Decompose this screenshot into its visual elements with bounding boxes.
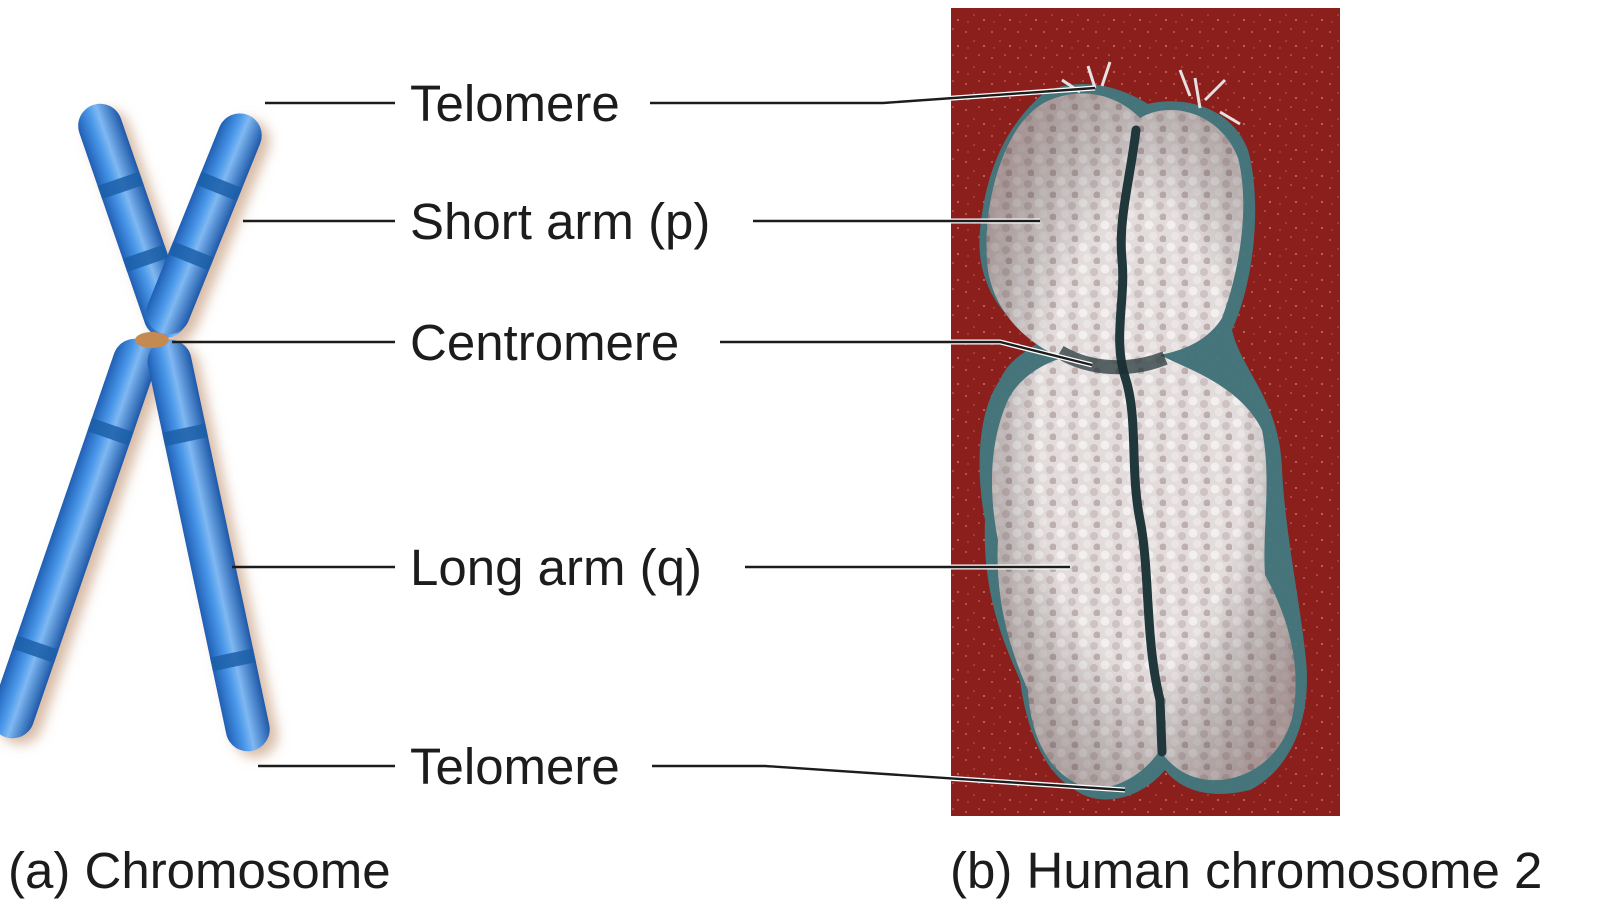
caption-b: (b) Human chromosome 2 bbox=[950, 842, 1542, 899]
chromatid-lower-right bbox=[143, 335, 273, 755]
label-short-arm: Short arm (p) bbox=[410, 193, 710, 250]
label-long-arm: Long arm (q) bbox=[410, 539, 702, 596]
caption-a: (a) Chromosome bbox=[8, 842, 391, 899]
label-telomere-top: Telomere bbox=[410, 75, 620, 132]
label-centromere: Centromere bbox=[410, 314, 679, 371]
micrograph-human-chromosome-2 bbox=[951, 8, 1340, 816]
chromatid-upper-right bbox=[140, 107, 269, 341]
centromere-marker bbox=[135, 332, 169, 348]
chromatid-lower-left bbox=[0, 333, 163, 744]
schematic-chromosome bbox=[0, 98, 274, 756]
label-telomere-bottom: Telomere bbox=[410, 738, 620, 795]
